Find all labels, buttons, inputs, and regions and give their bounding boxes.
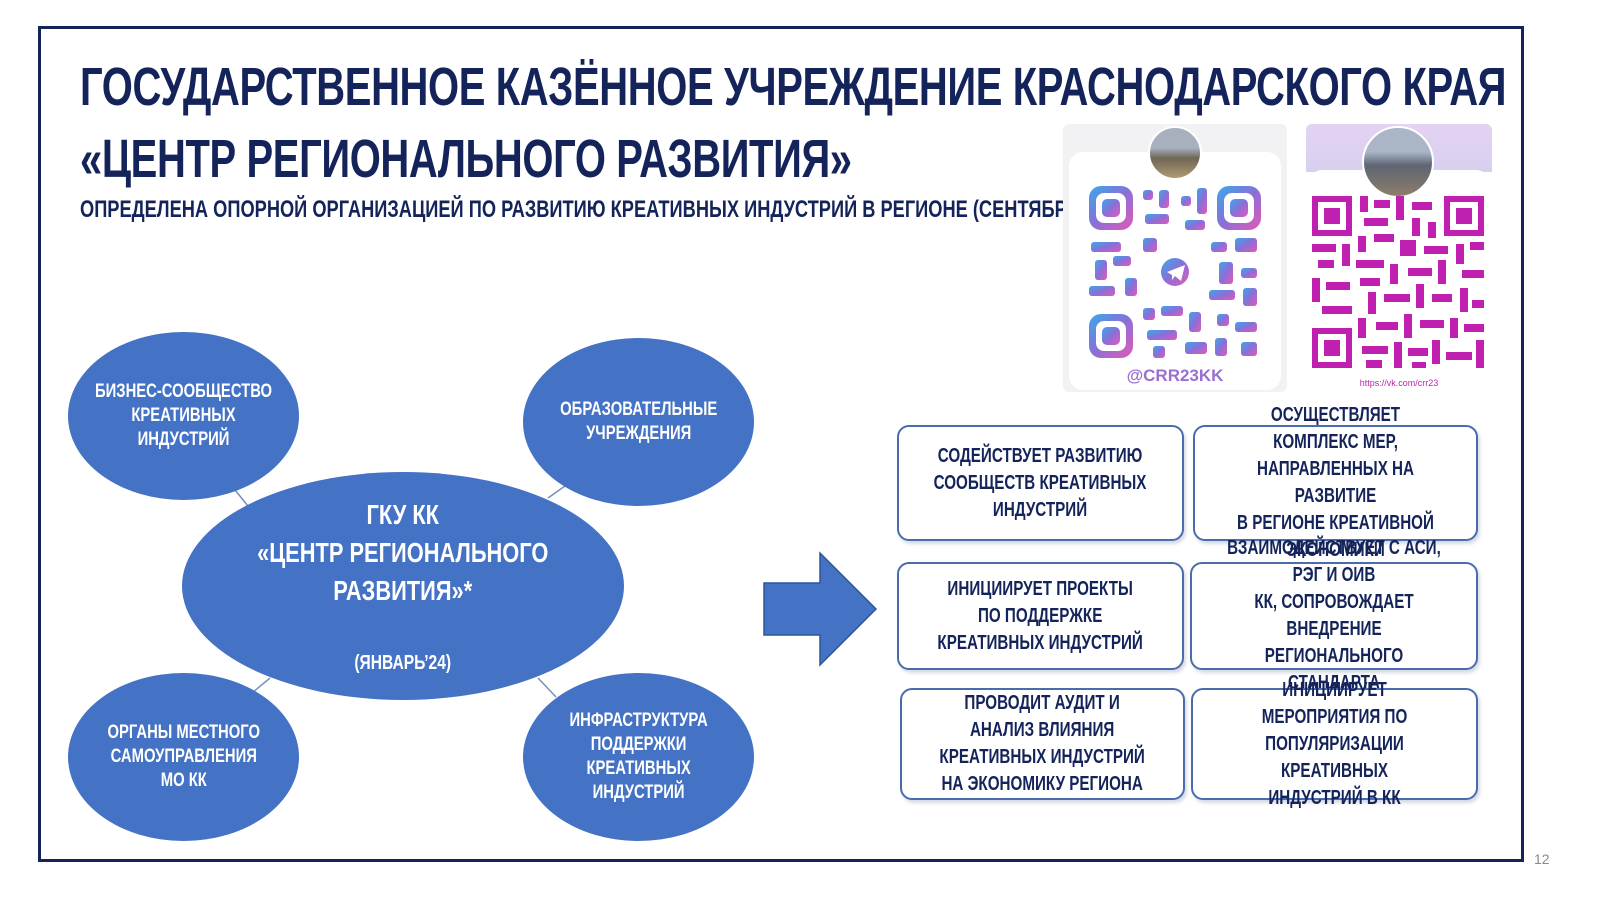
telegram-qr-card[interactable]: @CRR23KK [1063,124,1287,392]
vk-qr-card[interactable]: https://vk.com/crr23 [1306,124,1492,404]
telegram-handle: @CRR23KK [1126,366,1224,385]
vk-qr-code [1312,196,1484,368]
function-box-4: ВЗАИМОДЕЙСТВУЕТ С АСИ, РЭГ И ОИВ КК, СОП… [1190,537,1478,694]
vk-url-caption: https://vk.com/crr23 [1359,378,1439,388]
ellipse-educational-institutions: ОБРАЗОВАТЕЛЬНЫЕ УЧРЕЖДЕНИЯ [523,338,754,506]
right-arrow-shape [763,551,878,667]
center-date: (ЯНВАРЬ’24) [354,652,452,674]
ellipse-label: ИНФРАСТРУКТУРА ПОДДЕРЖКИ КРЕАТИВНЫХ ИНДУ… [569,710,708,803]
slide-subtitle: ОПРЕДЕЛЕНА ОПОРНОЙ ОРГАНИЗАЦИЕЙ ПО РАЗВИ… [80,196,1110,223]
function-box-2: ОСУЩЕСТВЛЯЕТ КОМПЛЕКС МЕР, НАПРАВЛЕННЫХ … [1193,404,1478,561]
function-text: ОСУЩЕСТВЛЯЕТ КОМПЛЕКС МЕР, НАПРАВЛЕННЫХ … [1237,404,1434,561]
function-text: ПРОВОДИТ АУДИТ И АНАЛИЗ ВЛИЯНИЯ КРЕАТИВН… [939,692,1146,795]
page-number: 12 [1534,851,1550,867]
function-box-3: ИНИЦИИРУЕТ ПРОЕКТЫ ПО ПОДДЕРЖКЕ КРЕАТИВН… [897,562,1184,670]
center-label: ГКУ КК «ЦЕНТР РЕГИОНАЛЬНОГО РАЗВИТИЯ»* (… [257,458,548,714]
avatar [1148,126,1202,180]
function-text: ИНИЦИИРУЕТ МЕРОПРИЯТИЯ ПО ПОПУЛЯРИЗАЦИИ … [1261,678,1408,809]
connector-line [234,489,249,507]
slide-title-line2: «ЦЕНТР РЕГИОНАЛЬНОГО РАЗВИТИЯ» [80,129,852,189]
function-box-6: ИНИЦИИРУЕТ МЕРОПРИЯТИЯ ПО ПОПУЛЯРИЗАЦИИ … [1191,679,1478,809]
function-box-1: СОДЕЙСТВУЕТ РАЗВИТИЮ СООБЩЕСТВ КРЕАТИВНЫ… [897,425,1184,541]
function-text: ИНИЦИИРУЕТ ПРОЕКТЫ ПО ПОДДЕРЖКЕ КРЕАТИВН… [937,577,1144,654]
ellipse-label: БИЗНЕС-СООБЩЕСТВО КРЕАТИВНЫХ ИНДУСТРИЙ [94,381,273,450]
function-text: ВЗАИМОДЕЙСТВУЕТ С АСИ, РЭГ И ОИВ КК, СОП… [1227,537,1441,694]
ellipse-center-organization: ГКУ КК «ЦЕНТР РЕГИОНАЛЬНОГО РАЗВИТИЯ»* (… [182,472,624,700]
function-box-5: ПРОВОДИТ АУДИТ И АНАЛИЗ ВЛИЯНИЯ КРЕАТИВН… [900,688,1185,800]
center-title: ГКУ КК «ЦЕНТР РЕГИОНАЛЬНОГО РАЗВИТИЯ»* [257,499,549,606]
slide-title-line1: ГОСУДАРСТВЕННОЕ КАЗЁННОЕ УЧРЕЖДЕНИЕ КРАС… [80,57,1507,117]
ellipse-label: ОБРАЗОВАТЕЛЬНЫЕ УЧРЕЖДЕНИЯ [559,399,718,444]
connector-line [537,677,557,698]
slide-frame [38,26,1524,862]
connector-line [547,485,566,499]
ellipse-local-government: ОРГАНЫ МЕСТНОГО САМОУПРАВЛЕНИЯ МО КК [68,673,299,841]
avatar [1362,126,1434,198]
ellipse-business-community: БИЗНЕС-СООБЩЕСТВО КРЕАТИВНЫХ ИНДУСТРИЙ [68,332,299,500]
ellipse-support-infrastructure: ИНФРАСТРУКТУРА ПОДДЕРЖКИ КРЕАТИВНЫХ ИНДУ… [523,673,754,841]
ellipse-label: ОРГАНЫ МЕСТНОГО САМОУПРАВЛЕНИЯ МО КК [107,722,260,791]
telegram-qr-code [1089,186,1261,358]
function-text: СОДЕЙСТВУЕТ РАЗВИТИЮ СООБЩЕСТВ КРЕАТИВНЫ… [934,444,1147,521]
